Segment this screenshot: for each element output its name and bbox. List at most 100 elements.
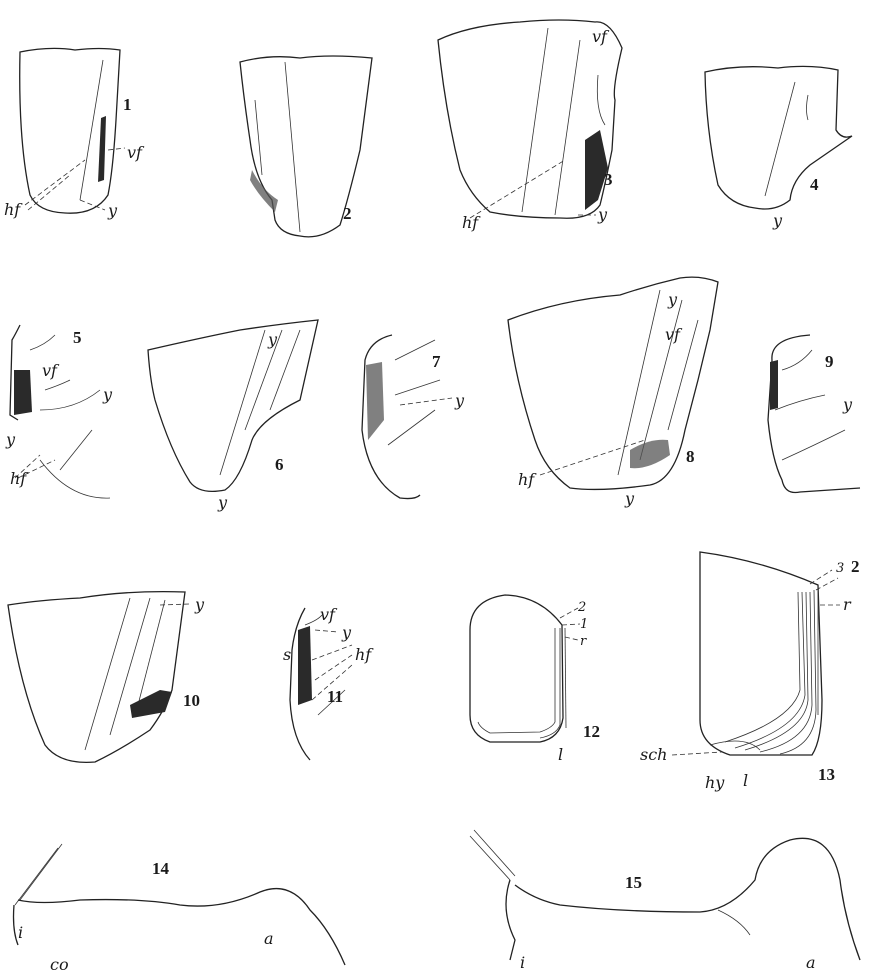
fig7-line-1 [395, 340, 435, 360]
fig7-label-y: y [454, 391, 465, 410]
fig13-band-1 [725, 592, 800, 742]
fig9-line-3 [782, 430, 845, 460]
fig13-leader-3 [810, 570, 832, 584]
fig3-leader-hf [470, 160, 565, 218]
fig8-label-y-bottom: y [624, 489, 635, 508]
fig14-label-co: co [50, 955, 69, 974]
fig1-number: 1 [123, 95, 132, 114]
fig13-label-2: 2 [851, 557, 860, 576]
fig15-line-outer [470, 836, 510, 880]
figure-13: 3 2 r sch 13 hy l [640, 552, 860, 792]
fig6-number: 6 [275, 455, 284, 474]
fig10-number: 10 [183, 691, 200, 710]
fig8-label-vf: vf [665, 325, 683, 344]
fig12-inner-1 [478, 628, 555, 733]
figure-14: 14 i co a [14, 844, 346, 974]
fig5-label-vf: vf [42, 361, 60, 380]
fig13-number: 13 [818, 765, 835, 784]
fig12-leader-2 [560, 608, 578, 618]
fig3-line-3 [597, 75, 605, 125]
fig1-leader-hf-2 [28, 175, 70, 210]
fig8-number: 8 [686, 447, 695, 466]
figure-2: 2 [240, 56, 372, 237]
fig10-line-1 [85, 598, 130, 750]
fig4-number: 4 [810, 175, 819, 194]
fig3-label-vf: vf [592, 27, 610, 46]
fig9-shading [770, 360, 778, 410]
fig5-shading [14, 370, 32, 415]
fig9-number: 9 [825, 352, 834, 371]
fig13-leader-2 [816, 578, 838, 590]
figure-5: 5 vf y y hf [5, 325, 113, 498]
fig11-label-vf: vf [320, 605, 338, 624]
fig11-leader-hf-2 [315, 655, 352, 680]
fig4-line-1 [765, 82, 795, 196]
fig14-label-i: i [18, 923, 23, 942]
fig10-outline [8, 592, 185, 763]
fig12-label-1: 1 [580, 617, 588, 632]
fig1-leader-hf [25, 160, 85, 205]
fig14-label-a: a [264, 929, 274, 948]
figure-9: 9 y [768, 335, 860, 493]
fig2-shading [250, 170, 278, 212]
fig11-number: 11 [327, 687, 343, 706]
fig10-leader-y [160, 604, 190, 605]
fig11-shading [298, 626, 312, 705]
fig7-line-2 [395, 380, 440, 395]
figure-7: 7 y [362, 335, 465, 499]
fig8-shading [630, 440, 670, 469]
fig14-number: 14 [152, 859, 170, 878]
fig10-line-3 [138, 600, 165, 705]
fig2-outline [240, 56, 372, 237]
fig8-label-y-top: y [667, 290, 678, 309]
fig9-label-y: y [842, 395, 853, 414]
fig3-number: 3 [604, 170, 613, 189]
fig1-label-hf: hf [4, 200, 23, 219]
fig1-leader-vf [108, 148, 125, 150]
fig3-label-hf: hf [462, 213, 481, 232]
fig14-outline [14, 889, 346, 965]
figure-3: vf 3 hf y [438, 20, 622, 232]
fig5-label-y-2: y [5, 430, 16, 449]
fig5-curve-3 [40, 390, 100, 410]
figure-4: 4 y [705, 66, 852, 230]
fig3-line-2 [555, 40, 580, 215]
fig7-line-3 [388, 410, 435, 445]
fig13-label-hy: hy [705, 773, 725, 792]
fig5-curve-2 [45, 380, 70, 390]
figure-12: 2 1 r 12 l [470, 595, 600, 764]
figure-11: vf y s hf 11 [283, 605, 374, 760]
fig13-band-2 [735, 592, 805, 748]
fig2-line-1 [285, 62, 300, 232]
fig1-label-y: y [107, 201, 118, 220]
fig11-label-y: y [341, 623, 352, 642]
fig15-label-a: a [806, 953, 816, 972]
fig2-number: 2 [343, 204, 352, 223]
fig8-leader-hf [540, 440, 645, 475]
fig13-leader-sch [672, 752, 722, 755]
fig15-number: 15 [625, 873, 642, 892]
fig2-line-2 [255, 100, 262, 175]
fig15-inner-curve [718, 910, 750, 935]
fig12-label-2: 2 [577, 600, 586, 615]
fig9-line-1 [782, 350, 812, 370]
fig14-line-outer [20, 844, 62, 900]
fig11-leader-hf [312, 645, 352, 660]
figure-8: y vf hf 8 y [508, 277, 718, 508]
fig4-label-y: y [772, 211, 783, 230]
fig10-shading [130, 690, 172, 718]
figure-15: 15 i a [470, 830, 860, 972]
fig5-label-hf: hf [10, 469, 29, 488]
fig5-curve-1 [30, 335, 55, 350]
figure-10: y 10 [8, 592, 205, 763]
fig7-leader-y [400, 398, 452, 405]
fig12-number: 12 [583, 722, 600, 741]
figure-6: y 6 y [148, 320, 318, 512]
fig13-label-l: l [743, 771, 748, 790]
fig8-label-hf: hf [518, 470, 537, 489]
fig1-label-vf: vf [127, 143, 145, 162]
fig6-label-y-bottom: y [217, 493, 228, 512]
fig12-inner-2 [540, 628, 560, 738]
fig11-leader-y [315, 630, 338, 632]
fig15-outline [506, 838, 860, 960]
